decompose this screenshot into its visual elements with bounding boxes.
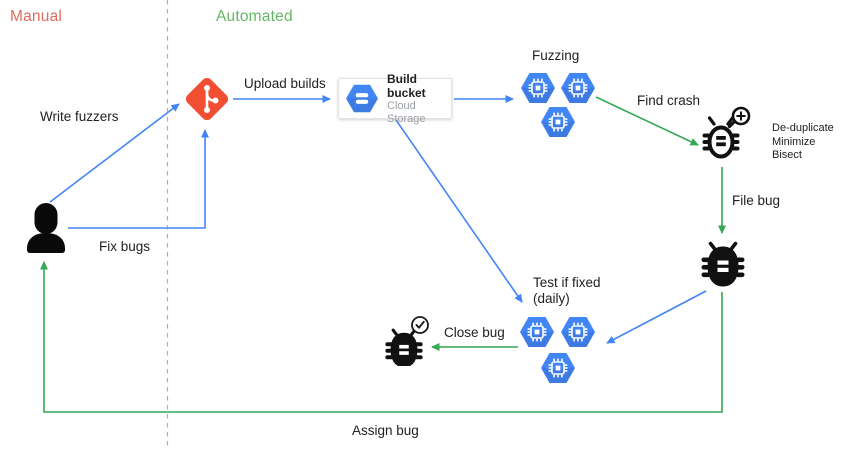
build-bucket-title: Build bucket: [387, 71, 426, 100]
upload-builds-label: Upload builds: [244, 76, 326, 91]
test-worker-hexagon-icon: [541, 353, 575, 383]
close-bug-label: Close bug: [444, 325, 505, 340]
fix-bugs-arrow: [68, 129, 209, 229]
bug-check-icon: [384, 316, 429, 366]
test-if-fixed-line1: Test if fixed: [533, 275, 601, 290]
assign-bug-label: Assign bug: [352, 423, 419, 438]
triage-step-minimize: Minimize: [772, 135, 816, 148]
fix-bugs-label: Fix bugs: [99, 239, 151, 254]
cloud-storage-icon: [346, 84, 378, 113]
git-icon: [185, 77, 229, 121]
fuzzing-worker-hexagon-icon: [541, 107, 575, 137]
bug-to-test-arrow: [606, 290, 707, 344]
find-crash-arrow: [595, 96, 699, 146]
person-icon: [27, 203, 65, 253]
build-bucket-subtitle: Cloud Storage: [387, 99, 426, 125]
fuzzing-label: Fuzzing: [532, 48, 580, 63]
test-worker-hexagon-icon: [520, 317, 554, 347]
test-if-fixed-line2: (daily): [533, 291, 570, 306]
bug-icon: [701, 241, 745, 289]
automated-section-label: Automated: [216, 8, 293, 25]
test-worker-hexagon-icon: [561, 317, 595, 347]
test-if-fixed-label: Test if fixed (daily): [533, 275, 601, 307]
assign-bug-arrow: [40, 261, 723, 413]
fuzzing-worker-hexagon-icon: [521, 73, 555, 103]
find-crash-label: Find crash: [637, 93, 701, 108]
bucket-to-test-arrow: [395, 119, 523, 303]
write-fuzzers-arrow: [49, 103, 180, 203]
write-fuzzers-label: Write fuzzers: [40, 109, 119, 124]
fuzzing-worker-hexagon-icon: [561, 73, 595, 103]
triage-steps-label: De-duplicate Minimize Bisect: [772, 122, 834, 163]
build-bucket-card: Build bucket Cloud Storage: [338, 72, 452, 125]
bug-magnifier-icon: [702, 106, 751, 159]
triage-step-deduplicate: De-duplicate: [772, 122, 834, 134]
file-bug-label: File bug: [732, 193, 781, 208]
manual-section-label: Manual: [10, 8, 63, 25]
triage-step-bisect: Bisect: [772, 149, 802, 161]
